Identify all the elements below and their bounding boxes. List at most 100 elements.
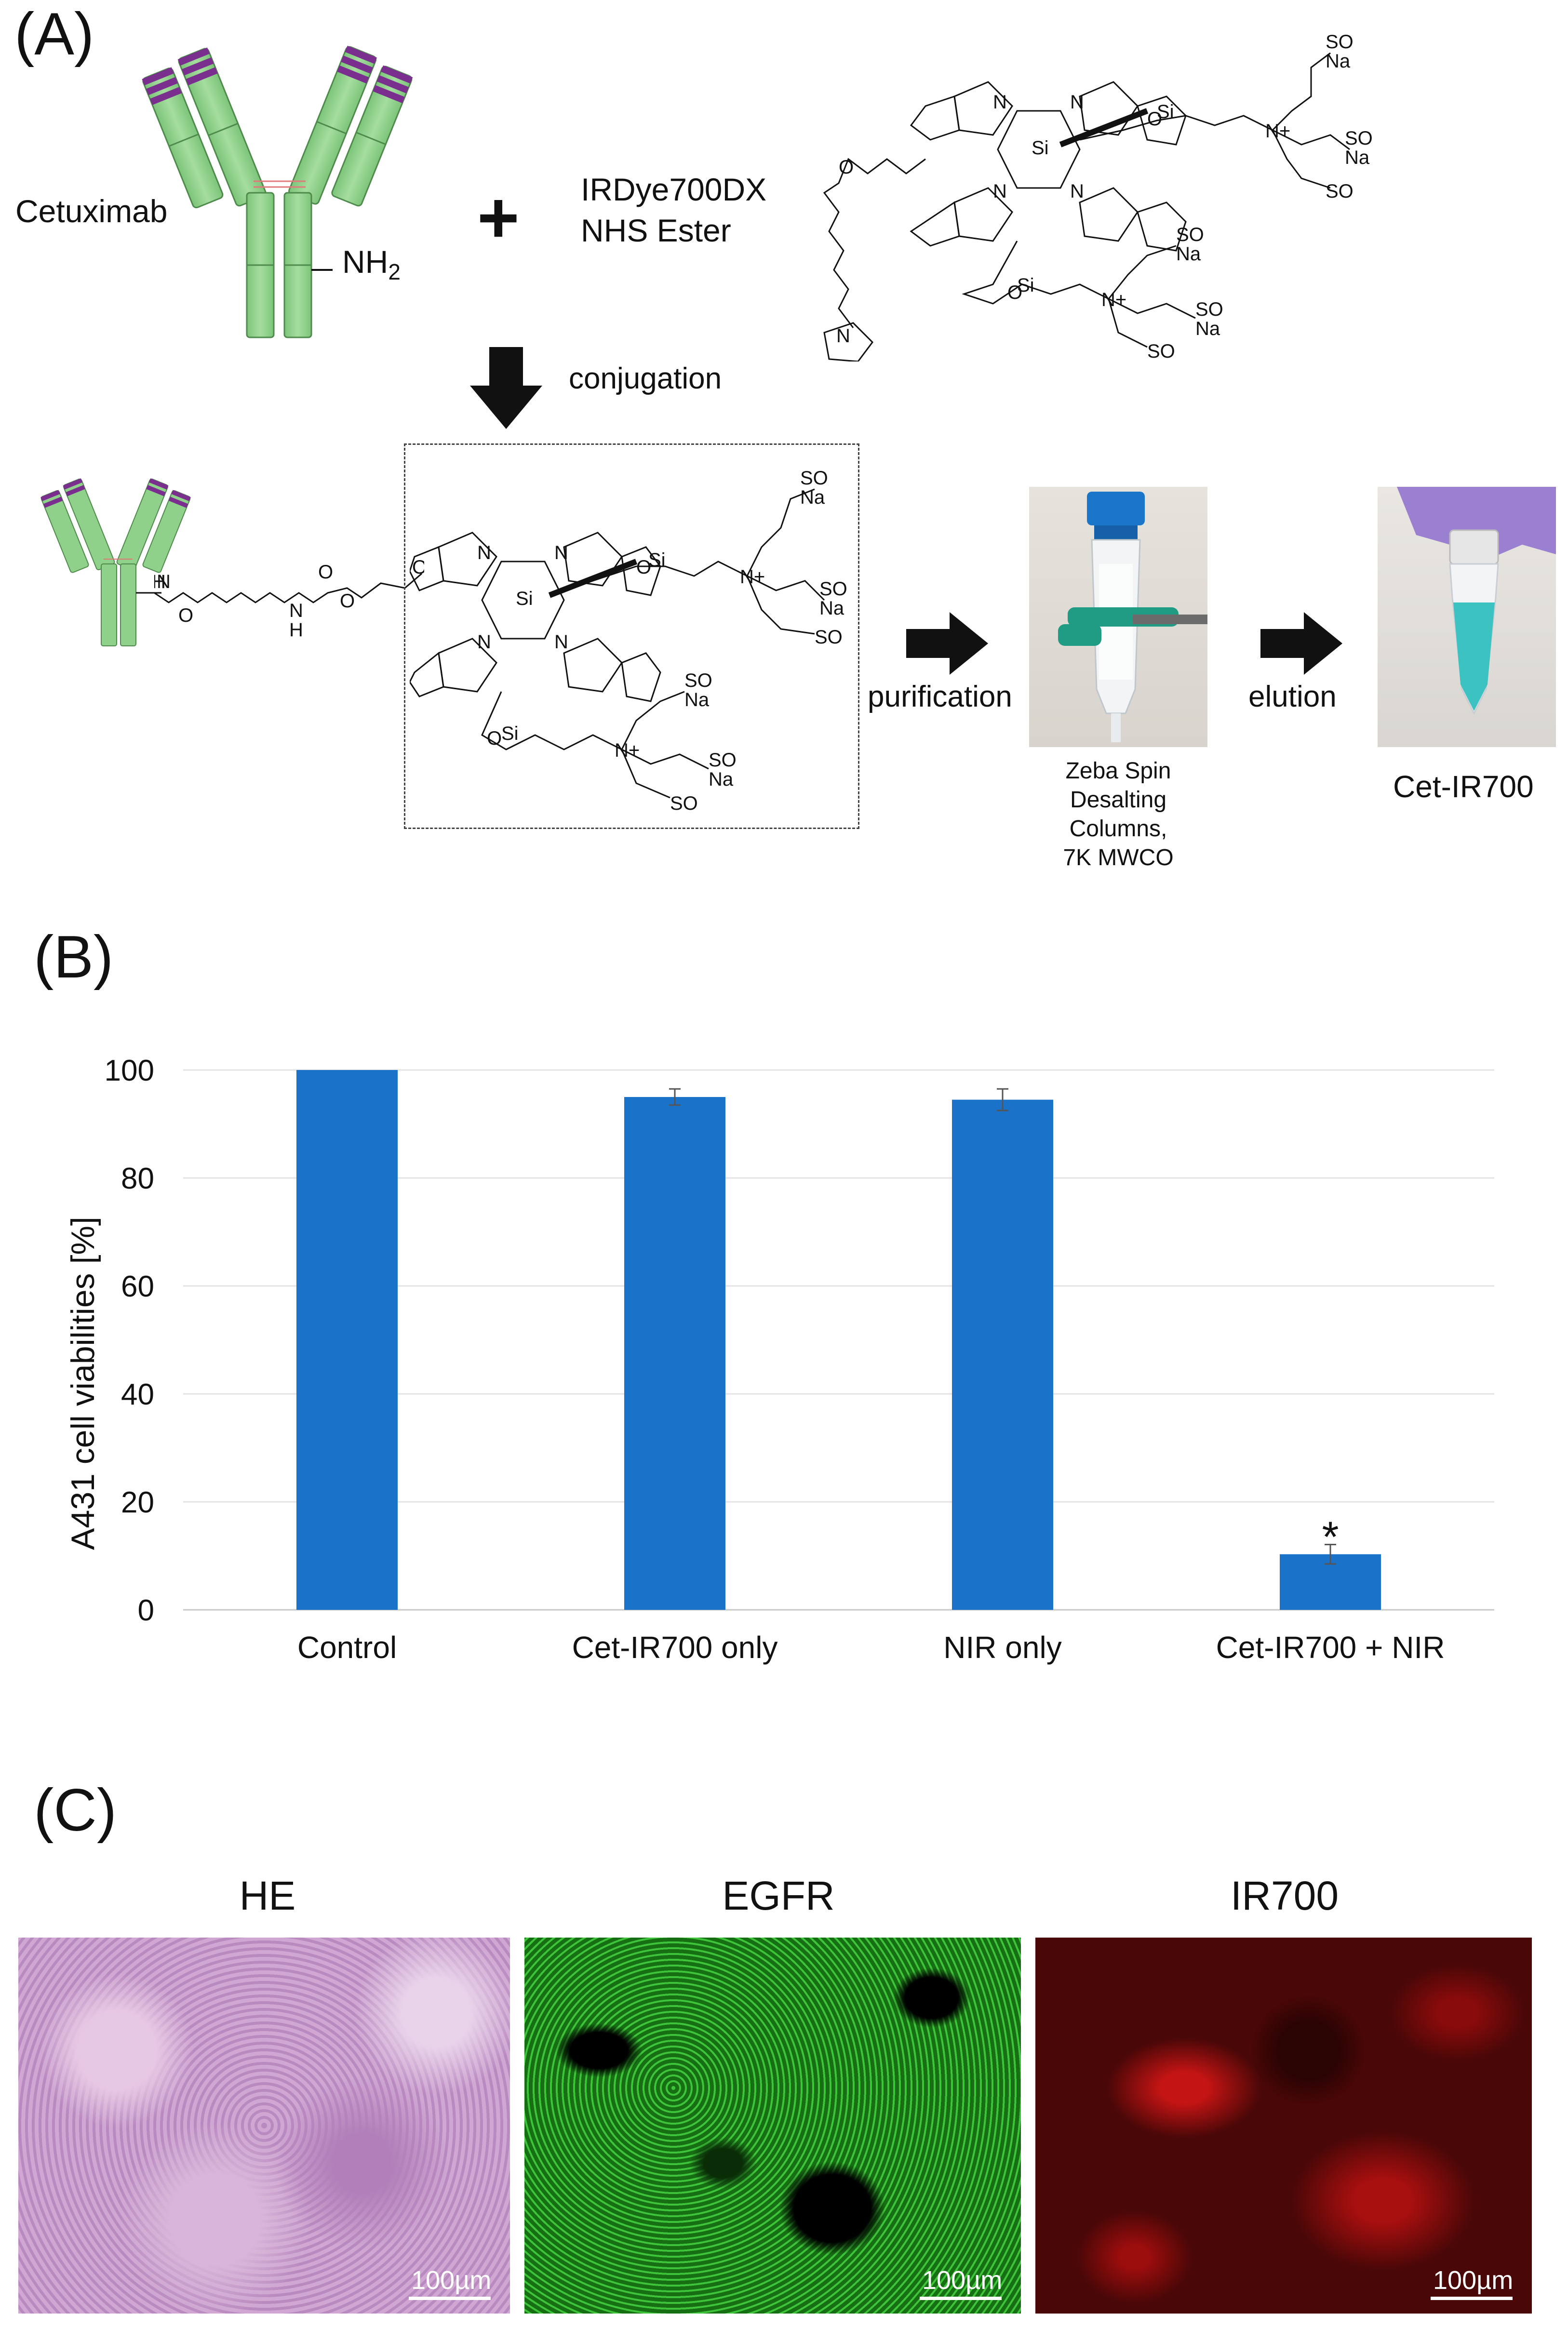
svg-text:Si: Si [1157,101,1174,122]
dye-name-line2: NHS Ester [581,213,731,248]
cetuximab-antibody-diagram [142,45,413,338]
svg-text:Na: Na [709,769,734,790]
y-axis-label: A431 cell viabilities [%] [65,1217,101,1550]
antibody-label: Cetuximab [15,193,168,229]
y-tick-label: 20 [121,1486,154,1519]
svg-text:Na: Na [800,487,825,508]
svg-text:O: O [178,605,193,626]
scale-label-egfr: 100µm [922,2266,1003,2295]
he-stain-image: 100µm [18,1938,510,2314]
plus-sign: + [477,177,520,258]
svg-text:SO: SO [1345,128,1373,149]
bar-control [296,1070,398,1610]
svg-text:N: N [157,571,171,592]
svg-text:SO: SO [1326,181,1354,202]
scale-bar-egfr [920,2297,1002,2300]
product-label: Cet-IR700 [1393,769,1534,804]
svg-text:SO: SO [1147,341,1175,361]
svg-text:O: O [340,590,355,612]
dye-name-line1: IRDye700DX [581,172,767,207]
svg-text:O: O [839,157,854,178]
panel-label-c: (C) [34,1777,117,1844]
svg-text:O: O [1147,108,1162,130]
y-tick-label: 100 [105,1054,154,1087]
tile-title-egfr: EGFR [722,1873,835,1918]
svg-text:Si: Si [1017,275,1034,296]
step-conjugation-label: conjugation [569,362,722,395]
svg-text:SO: SO [670,793,698,814]
svg-text:SO: SO [815,627,843,648]
svg-text:N: N [993,92,1007,113]
bar-cet-ir700-only [624,1097,725,1610]
y-tick-label: 80 [121,1162,154,1195]
elution-arrow [1260,612,1342,675]
svg-text:Si: Si [516,588,533,609]
svg-text:H: H [289,619,303,641]
svg-text:Na: Na [819,598,844,619]
x-tick-label: Cet-IR700 + NIR [1216,1630,1445,1665]
svg-text:Na: Na [1326,51,1351,72]
svg-text:Na: Na [1176,243,1201,265]
y-tick-label: 40 [121,1378,154,1411]
scale-bar-ir700 [1431,2297,1513,2300]
svg-text:SO: SO [1195,299,1223,320]
svg-text:SO: SO [1326,31,1354,53]
scale-bar-he [409,2297,491,2300]
svg-text:N+: N+ [615,740,640,761]
svg-text:Si: Si [501,723,519,744]
egfr-stain-image: 100µm [524,1938,1021,2314]
svg-text:N: N [477,542,491,563]
purification-arrow [906,612,988,675]
svg-text:N+: N+ [1265,120,1290,142]
svg-text:N: N [1070,181,1084,202]
dye-dashed-box [404,443,859,829]
svg-text:N: N [836,325,850,347]
tile-title-ir700: IR700 [1230,1873,1339,1918]
x-tick-label: Cet-IR700 only [572,1630,778,1665]
svg-text:Na: Na [1345,147,1370,168]
conjugated-dye-structure: Si N N N N O Si N+ SO Na SO Na SO O Si N… [410,468,847,814]
svg-text:O: O [1007,282,1022,303]
viability-bar-chart: A431 cell viabilities [%] 0 20 40 60 80 100 C… [65,1054,1494,1665]
cet-ir700-tube-photo [1378,487,1556,747]
svg-text:Na: Na [1195,318,1220,339]
conjugate-linker: H N O N H O O O [154,559,424,641]
conjugation-arrow [470,347,542,429]
svg-text:N: N [1070,92,1084,113]
svg-text:N: N [289,600,303,621]
svg-text:SO: SO [1176,224,1204,245]
svg-text:Na: Na [684,689,710,710]
y-tick-label: 0 [138,1594,154,1627]
panel-label-b: (B) [34,924,114,990]
svg-text:SO: SO [819,578,847,600]
irdye700dx-nhs-ester-structure: Si N N N N O Si N+ SO Na SO Na SO O Si N… [823,31,1373,361]
svg-text:O: O [636,557,651,578]
tile-title-he: HE [239,1873,296,1918]
step-purification-label: purification [868,680,1012,713]
conjugate-antibody-diagram [40,478,191,646]
spin-column-photo [1029,487,1207,747]
svg-text:N: N [554,631,568,653]
svg-text:Si: Si [1032,137,1049,159]
svg-text:N: N [554,542,568,563]
bar-nir-only [952,1099,1053,1610]
svg-text:N: N [993,181,1007,202]
x-tick-label: Control [297,1630,397,1665]
step-elution-label: elution [1248,680,1337,713]
panel-label-a: (A) [14,1,94,67]
svg-text:N: N [477,631,491,653]
y-tick-label: 60 [121,1270,154,1303]
ir700-fluorescence-image: 100µm [1035,1938,1532,2314]
column-caption: Zeba Spin Desalting Columns, 7K MWCO [1063,758,1174,870]
svg-text:O: O [412,559,424,578]
svg-text:Si: Si [648,549,666,571]
scale-label-ir700: 100µm [1433,2266,1514,2295]
svg-text:O: O [318,562,333,583]
amine-label: NH2 [342,244,401,285]
svg-text:SO: SO [800,468,828,489]
svg-text:H: H [154,571,166,592]
svg-text:SO: SO [709,749,737,771]
x-tick-label: NIR only [943,1630,1061,1665]
svg-text:N+: N+ [1101,289,1126,310]
significance-asterisk: * [1322,1513,1339,1561]
